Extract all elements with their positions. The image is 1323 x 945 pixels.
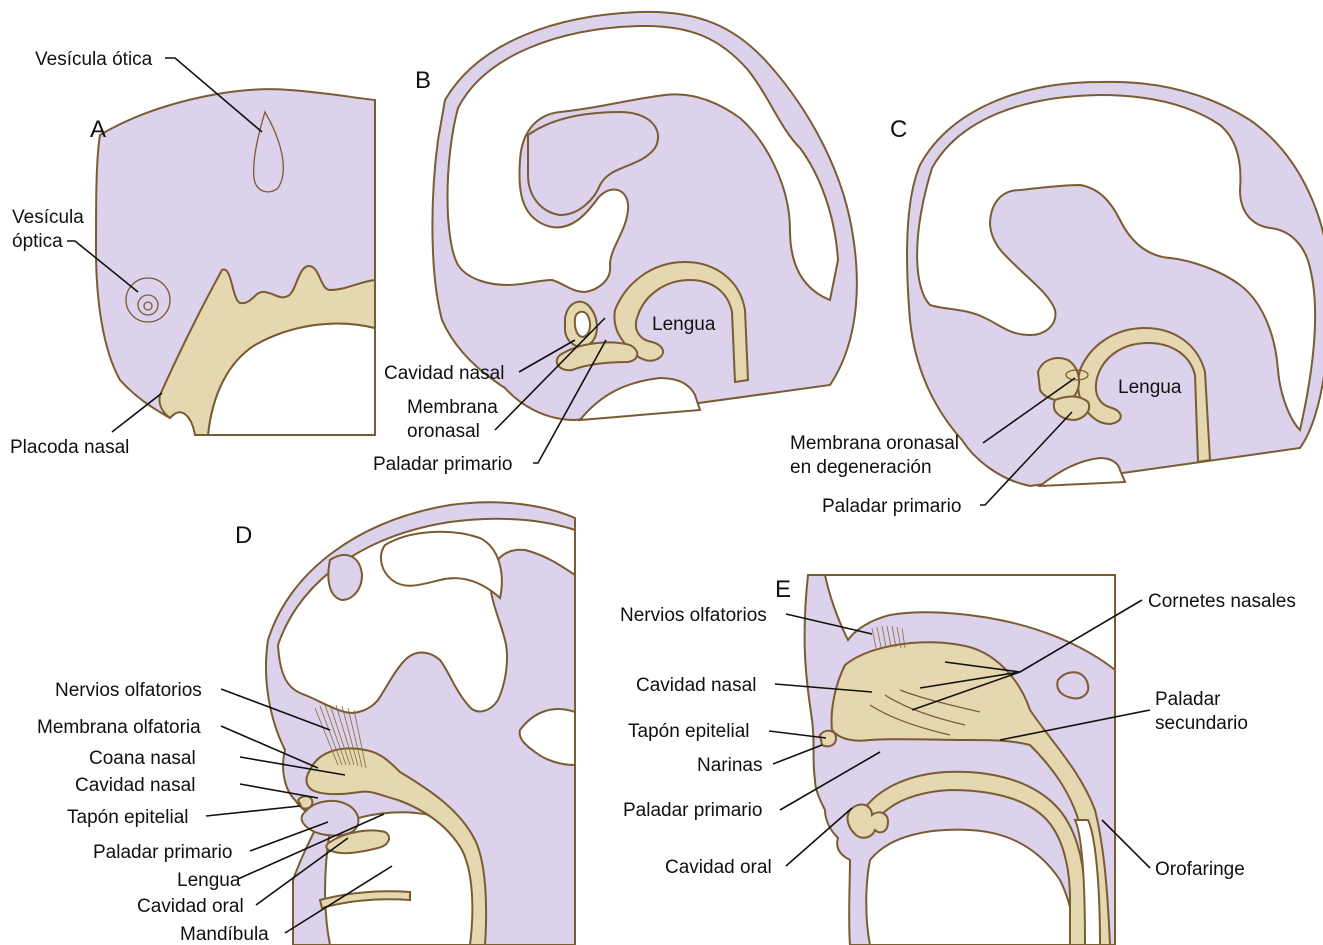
label-d-nervios-olfatorios: Nervios olfatorios (55, 680, 202, 701)
label-b-membrana-line1: Membrana (407, 397, 498, 418)
label-e-nervios-olfatorios: Nervios olfatorios (620, 605, 767, 626)
panel-e-letter: E (775, 576, 791, 603)
label-d-membrana-olfatoria: Membrana olfatoria (37, 717, 201, 738)
panel-e: E Nervios olfatorios Cavidad nasal Tapón… (620, 575, 1296, 945)
panel-b-letter: B (415, 67, 431, 94)
leader-d-tapon-epitelial (206, 806, 300, 816)
label-d-mandibula: Mandíbula (180, 924, 269, 945)
label-d-lengua: Lengua (177, 870, 241, 891)
label-c-membrana-line2: en degeneración (790, 457, 932, 478)
label-c-paladar-primario: Paladar primario (822, 496, 961, 517)
label-d-coana-nasal: Coana nasal (89, 748, 196, 769)
panel-a: A Vesícula ótica Vesícula óptica Placoda… (10, 49, 375, 458)
panel-e-oval-structure (1057, 672, 1088, 698)
label-d-tapon-epitelial: Tapón epitelial (67, 807, 188, 828)
panel-c: C Lengua Membrana oronasal en degeneraci… (790, 82, 1323, 517)
panel-b-nasal-cavity-inner (575, 312, 590, 337)
panel-a-letter: A (90, 116, 106, 143)
label-e-tapon-epitelial: Tapón epitelial (628, 721, 749, 742)
label-e-orofaringe: Orofaringe (1155, 859, 1245, 880)
panel-d: D Nervios olfatorios Membrana olfatoria … (37, 502, 575, 945)
panel-c-letter: C (890, 116, 907, 143)
label-d-paladar-primario: Paladar primario (93, 842, 232, 863)
label-e-cornetes-nasales: Cornetes nasales (1148, 591, 1296, 612)
label-b-membrana-line2: oronasal (407, 421, 480, 442)
label-d-cavidad-oral: Cavidad oral (137, 896, 244, 917)
label-e-paladar-primario: Paladar primario (623, 800, 762, 821)
label-b-paladar-primario: Paladar primario (373, 454, 512, 475)
panel-c-primary-palate (1054, 396, 1089, 420)
label-e-paladar-secundario-line2: secundario (1155, 713, 1248, 734)
panel-d-letter: D (235, 522, 252, 549)
label-placoda-nasal: Placoda nasal (10, 437, 129, 458)
leader-placoda-nasal (112, 393, 162, 432)
label-d-cavidad-nasal: Cavidad nasal (75, 775, 195, 796)
label-e-paladar-secundario-line1: Paladar (1155, 689, 1221, 710)
label-b-cavidad-nasal: Cavidad nasal (384, 363, 504, 384)
label-vesicula-optica-line1: Vesícula (12, 207, 84, 228)
panel-b: B Lengua Cavidad nasal Membrana oronasal… (373, 12, 857, 475)
label-vesicula-otica: Vesícula ótica (35, 49, 153, 70)
label-e-cavidad-oral: Cavidad oral (665, 857, 772, 878)
label-e-cavidad-nasal: Cavidad nasal (636, 675, 756, 696)
label-c-lengua: Lengua (1118, 377, 1182, 398)
panel-e-epithelial-plug (820, 731, 836, 747)
label-vesicula-optica-line2: óptica (12, 231, 63, 252)
label-e-narinas: Narinas (697, 755, 762, 776)
label-c-membrana-line1: Membrana oronasal (790, 433, 959, 454)
label-b-lengua: Lengua (652, 314, 716, 335)
